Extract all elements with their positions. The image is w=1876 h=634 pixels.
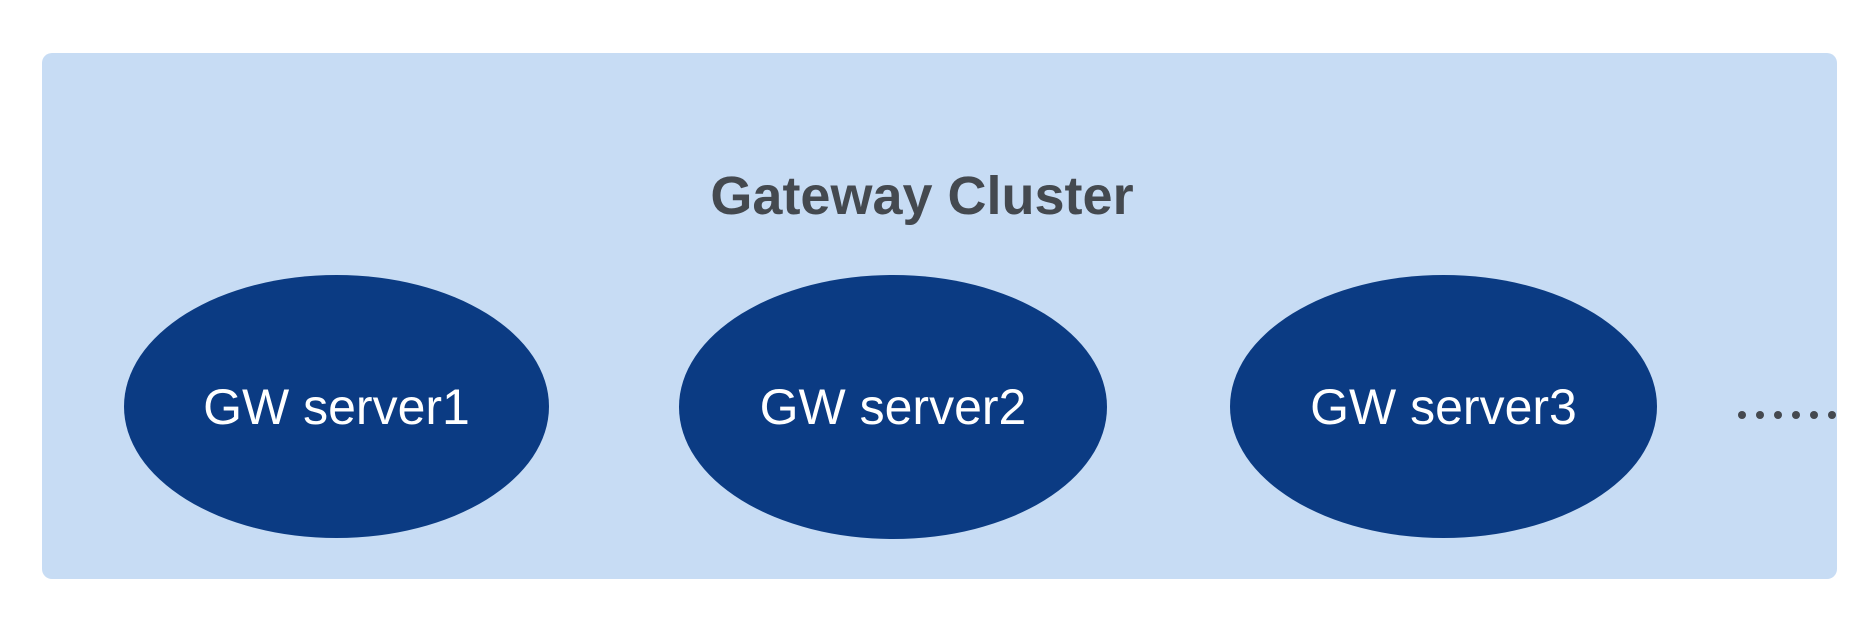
more-servers-ellipsis: [1738, 411, 1836, 419]
gateway-cluster-box: Gateway Cluster GW server1 GW server2 GW…: [42, 53, 1837, 579]
gw-server3-node: GW server3: [1230, 275, 1657, 538]
ellipsis-dot: [1756, 411, 1764, 419]
gw-server1-label: GW server1: [203, 378, 470, 435]
ellipsis-dot: [1828, 411, 1836, 419]
gw-server2-node: GW server2: [679, 275, 1107, 539]
cluster-title: Gateway Cluster: [710, 166, 1134, 226]
ellipsis-dot: [1810, 411, 1818, 419]
ellipsis-dot: [1792, 411, 1800, 419]
gw-server3-label: GW server3: [1310, 378, 1577, 435]
ellipsis-dot: [1738, 411, 1746, 419]
gw-server1-node: GW server1: [124, 275, 549, 538]
gw-server2-label: GW server2: [759, 379, 1027, 435]
ellipsis-dot: [1774, 411, 1782, 419]
